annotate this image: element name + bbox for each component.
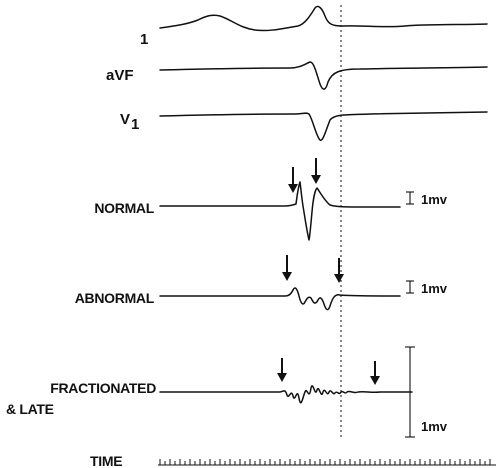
scale-label-fractionated: 1mv	[421, 419, 448, 434]
fractionated-label-line1: FRACTIONATED	[50, 380, 156, 396]
arrow-abnormal-left	[282, 255, 292, 281]
abnormal-electrogram-trace	[159, 287, 401, 311]
time-label: TIME	[90, 453, 122, 468]
arrow-normal-left	[288, 167, 298, 193]
scale-label-normal: 1mv	[421, 192, 448, 207]
scale-label-abnormal: 1mv	[421, 281, 448, 296]
lead-avf-trace	[159, 61, 488, 90]
fractionated-label-line2: & LATE	[6, 401, 54, 417]
time-axis-ticks	[159, 459, 491, 465]
abnormal-label: ABNORMAL	[75, 290, 155, 306]
lead-avf-label: aVF	[106, 67, 134, 84]
normal-electrogram-trace	[159, 181, 401, 241]
lead-1-trace	[159, 5, 488, 32]
lead-v1-label: V	[120, 111, 130, 128]
arrow-normal-right	[311, 158, 321, 184]
lead-v1-subscript: 1	[131, 116, 139, 133]
arrow-fractionated-right	[370, 361, 380, 385]
fractionated-electrogram-trace	[159, 385, 413, 404]
lead-1-label: 1	[140, 31, 148, 48]
lead-v1-trace	[159, 111, 488, 141]
arrow-fractionated-left	[277, 358, 287, 382]
scale-bar-normal	[406, 191, 414, 205]
scale-bar-fractionated	[405, 346, 415, 438]
normal-label: NORMAL	[94, 200, 154, 216]
arrow-abnormal-right	[334, 258, 344, 283]
scale-bar-abnormal	[406, 280, 414, 294]
